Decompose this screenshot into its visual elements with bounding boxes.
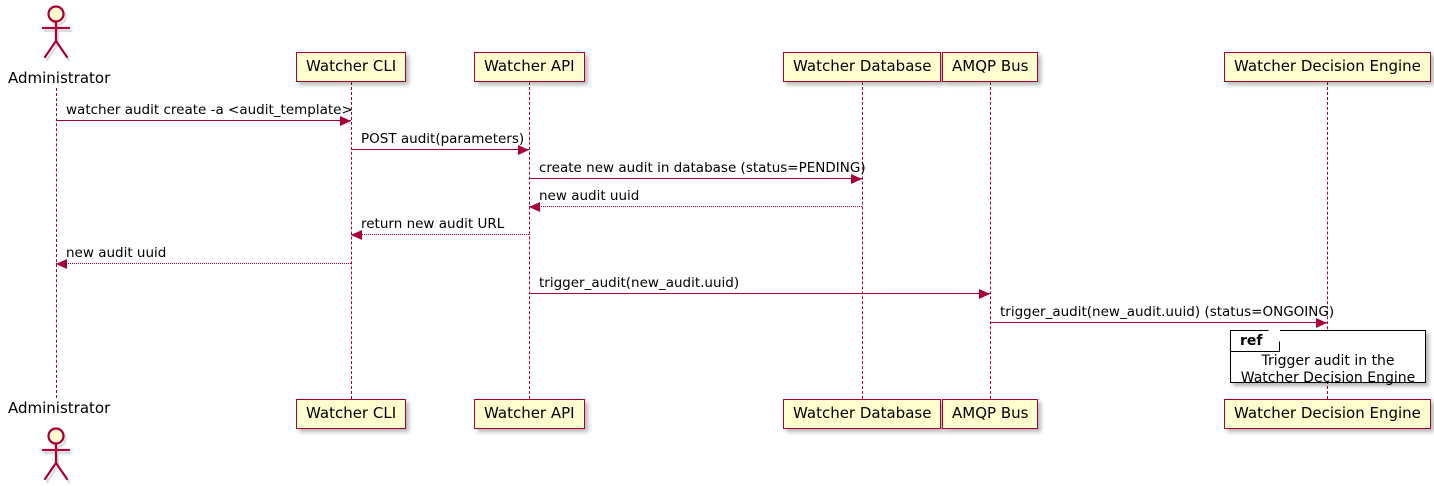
participant-box-top-watcher-decision-engine[interactable]: Watcher Decision Engine — [1224, 52, 1431, 82]
actor-label-top: Administrator — [8, 69, 111, 87]
message-line-4 — [529, 206, 862, 207]
arrowhead-3 — [851, 174, 862, 184]
lifeline-watcher-cli — [351, 82, 352, 399]
lifeline-administrator — [56, 88, 57, 398]
message-line-7 — [529, 293, 990, 294]
message-label-7: trigger_audit(new_audit.uuid) — [539, 275, 740, 291]
message-label-3: create new audit in database (status=PEN… — [539, 160, 866, 176]
message-line-3 — [529, 178, 862, 179]
participant-box-bottom-amqp-bus[interactable]: AMQP Bus — [942, 399, 1039, 429]
ref-fragment-line: Watcher Decision Engine — [1240, 370, 1416, 386]
arrowhead-2 — [518, 145, 529, 155]
lifeline-watcher-api — [529, 82, 530, 399]
message-line-5 — [351, 234, 529, 235]
actor-label-bottom: Administrator — [8, 399, 111, 417]
actor-figure-bottom — [41, 427, 73, 484]
message-line-1 — [56, 120, 351, 121]
actor-figure-top — [41, 5, 73, 62]
message-label-1: watcher audit create -a <audit_template> — [66, 102, 353, 118]
arrowhead-4 — [529, 202, 540, 212]
arrowhead-5 — [351, 230, 362, 240]
participant-box-bottom-watcher-cli[interactable]: Watcher CLI — [296, 399, 407, 429]
arrowhead-1 — [340, 116, 351, 126]
message-label-4: new audit uuid — [539, 188, 640, 204]
lifeline-watcher-decision-engine — [1327, 82, 1328, 399]
message-label-2: POST audit(parameters) — [361, 131, 525, 147]
participant-box-top-watcher-cli[interactable]: Watcher CLI — [296, 52, 407, 82]
ref-fragment-tag: ref — [1231, 330, 1280, 352]
participant-box-bottom-watcher-api[interactable]: Watcher API — [474, 399, 585, 429]
lifeline-watcher-database — [862, 82, 863, 399]
participant-box-top-watcher-api[interactable]: Watcher API — [474, 52, 585, 82]
participant-box-top-amqp-bus[interactable]: AMQP Bus — [942, 52, 1039, 82]
arrowhead-8 — [1316, 318, 1327, 328]
arrowhead-6 — [56, 259, 67, 269]
message-line-6 — [56, 263, 351, 264]
arrowhead-7 — [979, 289, 990, 299]
message-label-8: trigger_audit(new_audit.uuid) (status=ON… — [1000, 304, 1335, 320]
participant-box-bottom-watcher-decision-engine[interactable]: Watcher Decision Engine — [1224, 399, 1431, 429]
message-line-8 — [990, 322, 1327, 323]
message-line-2 — [351, 149, 529, 150]
message-label-6: new audit uuid — [66, 245, 167, 261]
ref-fragment-line: Trigger audit in the — [1261, 353, 1395, 369]
participant-box-bottom-watcher-database[interactable]: Watcher Database — [783, 399, 942, 429]
participant-box-top-watcher-database[interactable]: Watcher Database — [783, 52, 942, 82]
message-label-5: return new audit URL — [361, 216, 505, 232]
lifeline-amqp-bus — [990, 82, 991, 399]
